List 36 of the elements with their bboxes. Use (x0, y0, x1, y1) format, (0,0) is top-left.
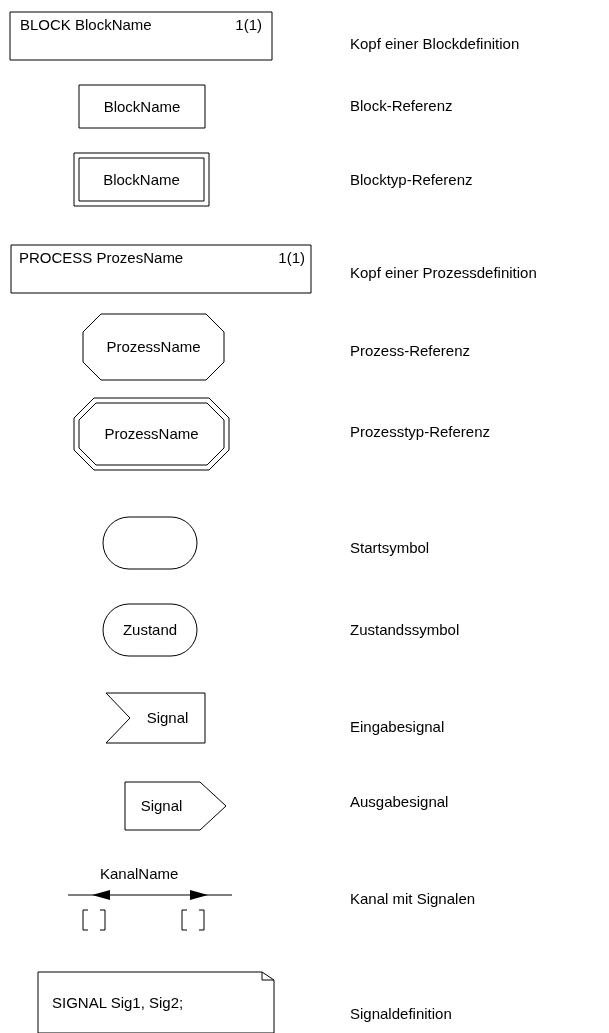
block-reference-box (79, 85, 205, 128)
symbol-description: Kopf einer Prozessdefinition (350, 264, 537, 282)
signal-definition-box (38, 972, 274, 1033)
process-reference-octagon (83, 314, 224, 380)
node-label: ProzessName (104, 425, 199, 443)
node-label: PROCESS ProzesName (19, 249, 184, 267)
symbol-description: Kopf einer Blockdefinition (350, 35, 520, 53)
node-label: Zustand (122, 621, 178, 639)
page-number: 1(1) (235, 16, 262, 34)
symbol-description: Prozesstyp-Referenz (350, 423, 491, 441)
node-label: Signal (140, 797, 183, 815)
node-label: Signal (146, 709, 189, 727)
symbol-description: Kanal mit Signalen (350, 890, 476, 908)
node-label: BLOCK BlockName (20, 16, 152, 34)
process-header-box (11, 245, 311, 293)
page-number: 1(1) (278, 249, 305, 267)
node-label: ProzessName (106, 338, 201, 356)
block-type-reference-box (74, 153, 209, 206)
block-header-box (10, 12, 272, 60)
node-label: SIGNAL Sig1, Sig2; (52, 994, 184, 1012)
symbol-description: Prozess-Referenz (350, 342, 471, 360)
node-label: BlockName (103, 170, 180, 189)
symbol-description: Zustandssymbol (350, 621, 460, 639)
symbol-description: Ausgabesignal (350, 793, 449, 811)
node-label: BlockName (103, 97, 181, 116)
input-signal-symbol (106, 693, 205, 743)
channel-name: KanalName (100, 865, 179, 883)
symbol-description: Signaldefinition (350, 1005, 452, 1023)
start-symbol (103, 517, 197, 569)
state-symbol (103, 604, 197, 656)
symbol-description: Block-Referenz (350, 97, 453, 115)
symbol-description: Blocktyp-Referenz (350, 171, 473, 189)
symbol-description: Startsymbol (350, 539, 430, 557)
process-type-reference-octagon (74, 398, 229, 470)
symbol-description: Eingabesignal (350, 718, 445, 736)
output-signal-symbol (125, 782, 226, 830)
